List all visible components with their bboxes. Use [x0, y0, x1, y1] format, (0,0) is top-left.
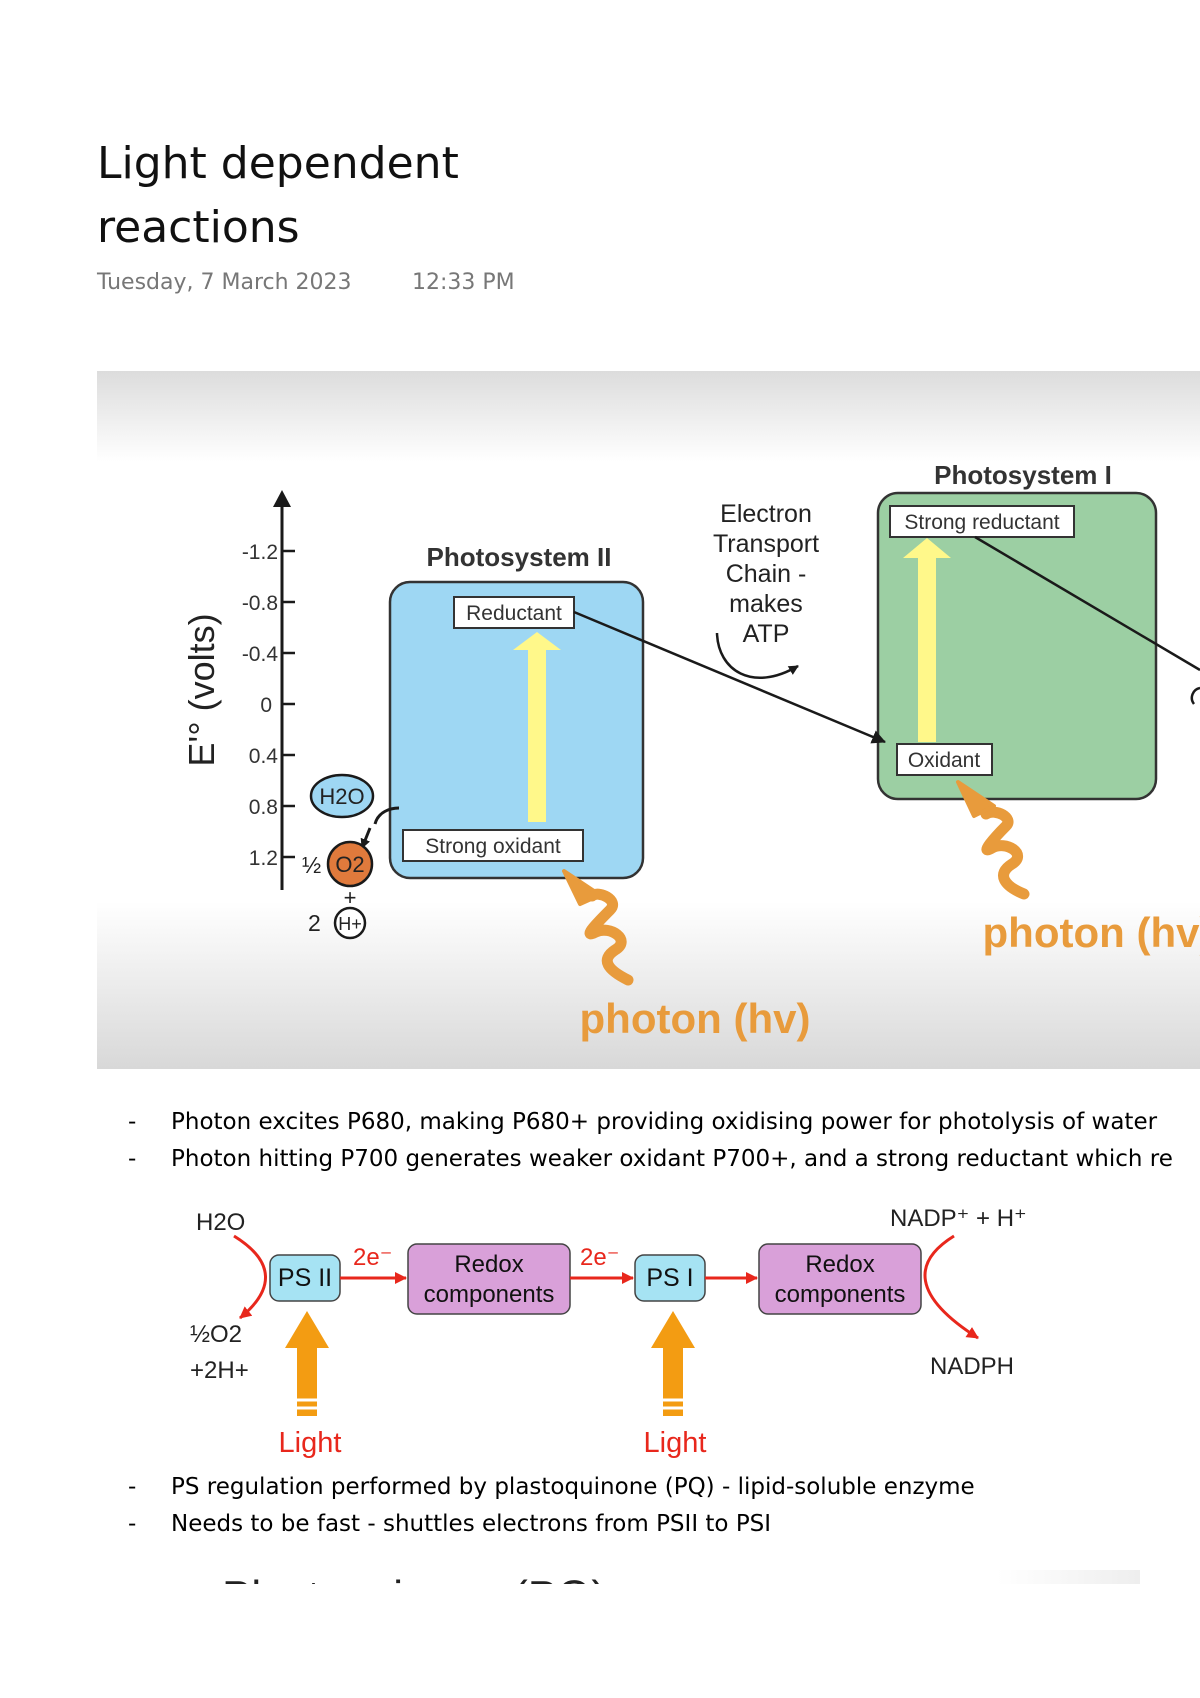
ps1-reductant-box — [889, 505, 1075, 538]
nadp-reduction-arrow — [923, 1234, 979, 1340]
tick-label: 0 — [260, 694, 272, 717]
tick-label: 0.4 — [249, 745, 279, 768]
light-label: Light — [644, 1427, 707, 1459]
water-oxidation-arrow — [233, 1234, 267, 1320]
half-label: ½ — [302, 852, 321, 878]
proton-label: H+ — [338, 914, 362, 934]
photosystem-i-box — [876, 491, 1158, 801]
o2-output: ½O2 — [190, 1321, 242, 1348]
bullet-list-2: - PS regulation performed by plastoquinon… — [0, 1469, 1200, 1543]
bullet-text: PS regulation performed by plastoquinone… — [171, 1474, 975, 1500]
electron-label: 2e⁻ — [580, 1244, 619, 1271]
bullet-text: Needs to be fast - shuttles electrons fr… — [171, 1511, 772, 1537]
bullet-item: - Photon hitting P700 generates weaker ox… — [0, 1141, 1200, 1178]
two-label: 2 — [308, 910, 321, 936]
ps2-oxidant-box — [402, 829, 584, 862]
bullet-item: - Needs to be fast - shuttles electrons f… — [0, 1506, 1200, 1543]
etc-label-line: Chain - — [726, 560, 807, 588]
etc-label-line: Electron — [720, 500, 812, 528]
h2o-label: H2O — [319, 784, 364, 809]
light-label: Light — [279, 1427, 342, 1459]
ps1-oxidant-label: Oxidant — [908, 749, 981, 772]
ps1-node-label: PS I — [646, 1264, 693, 1292]
o2-label: O2 — [335, 852, 364, 877]
ps1-title: Photosystem I — [934, 460, 1112, 490]
electron-transfer-arrow-ps1 — [974, 535, 1200, 672]
ps2-title: Photosystem II — [427, 542, 612, 572]
tick-label: -0.4 — [242, 643, 279, 666]
page-title-line2: reactions — [97, 202, 300, 253]
page-title-line1: Light dependent — [97, 138, 459, 189]
electron-flow-diagram: H2O ½O2 +2H+ PS II 2e⁻ Redox components … — [190, 1205, 1027, 1459]
photon-squiggle-ps1 — [956, 780, 1030, 900]
bullet-list-1: - Photon excites P680, making P680+ provi… — [0, 1104, 1200, 1178]
redox-node — [758, 1243, 922, 1315]
cropped-heading-text: Plastoquinone (PQ) — [222, 1572, 606, 1584]
ps2-oxidant-label: Strong oxidant — [425, 835, 561, 858]
cropped-circle — [1190, 686, 1200, 705]
ps2-node-label: PS II — [278, 1264, 332, 1292]
etc-label-line: ATP — [743, 620, 790, 648]
photon-squiggle-ps2 — [562, 869, 634, 986]
etc-label-line: Transport — [713, 530, 819, 558]
photosystem-ii-box — [388, 580, 645, 880]
redox-node-label: components — [424, 1281, 555, 1308]
y-axis-arrow — [273, 490, 291, 507]
ps2-reductant-box — [453, 596, 575, 629]
h2o-molecule — [309, 773, 375, 819]
electron-transfer-arrow — [573, 610, 886, 744]
page-time: 12:33 PM — [412, 270, 515, 295]
electron-label: 2e⁻ — [353, 1244, 392, 1271]
o2-molecule — [326, 840, 374, 888]
bullet-marker: - — [128, 1474, 137, 1500]
redox-node-label: Redox — [805, 1251, 874, 1278]
y-axis-label: E'° (volts) — [181, 613, 222, 766]
redox-node-label: Redox — [454, 1251, 523, 1278]
page-date: Tuesday, 7 March 2023 — [97, 270, 352, 295]
ps2-excitation-arrow — [513, 632, 561, 822]
bullet-marker: - — [128, 1146, 137, 1172]
tick-label: -0.8 — [242, 592, 278, 615]
ps1-reductant-label: Strong reductant — [904, 511, 1059, 534]
bullet-marker: - — [128, 1511, 137, 1537]
tick-label: 0.8 — [249, 796, 278, 819]
y-axis-ticks — [282, 549, 295, 859]
photon-label-ps2: photon (hv) — [580, 995, 811, 1042]
light-arrow-ps2 — [285, 1311, 329, 1416]
proton-circle — [333, 906, 367, 940]
tick-label: 1.2 — [249, 847, 278, 870]
bullet-item: - PS regulation performed by plastoquinon… — [0, 1469, 1200, 1506]
nadph-output: NADPH — [930, 1353, 1014, 1380]
ps2-reductant-label: Reductant — [466, 602, 562, 625]
photon-label-ps1: photon (hv) — [983, 909, 1200, 956]
redox-node-label: components — [775, 1281, 906, 1308]
page-title: Light dependent reactions — [97, 132, 459, 260]
photosystem-diagram: -1.2 -0.8 -0.4 0 0.4 0.8 1.2 E'° (volts)… — [97, 371, 1200, 1069]
nadp-input: NADP⁺ + H⁺ — [890, 1205, 1027, 1232]
plus-label: + — [344, 885, 357, 910]
water-to-oxidant-line — [373, 806, 400, 825]
ps1-excitation-arrow — [903, 538, 951, 742]
atp-curved-arrow — [715, 632, 799, 679]
h2o-input: H2O — [196, 1209, 245, 1236]
bullet-text: Photon hitting P700 generates weaker oxi… — [171, 1146, 1173, 1172]
tick-label: -1.2 — [242, 541, 278, 564]
cropped-image-heading: Plastoquinone (PQ) — [186, 1570, 1140, 1584]
water-split-arrow — [360, 827, 372, 849]
etc-label-line: makes — [729, 590, 803, 618]
bullet-text: Photon excites P680, making P680+ provid… — [171, 1109, 1158, 1135]
bullet-item: - Photon excites P680, making P680+ provi… — [0, 1104, 1200, 1141]
ps1-oxidant-box — [896, 743, 993, 776]
light-arrow-ps1 — [651, 1311, 695, 1416]
bullet-marker: - — [128, 1109, 137, 1135]
proton-output: +2H+ — [190, 1357, 249, 1384]
